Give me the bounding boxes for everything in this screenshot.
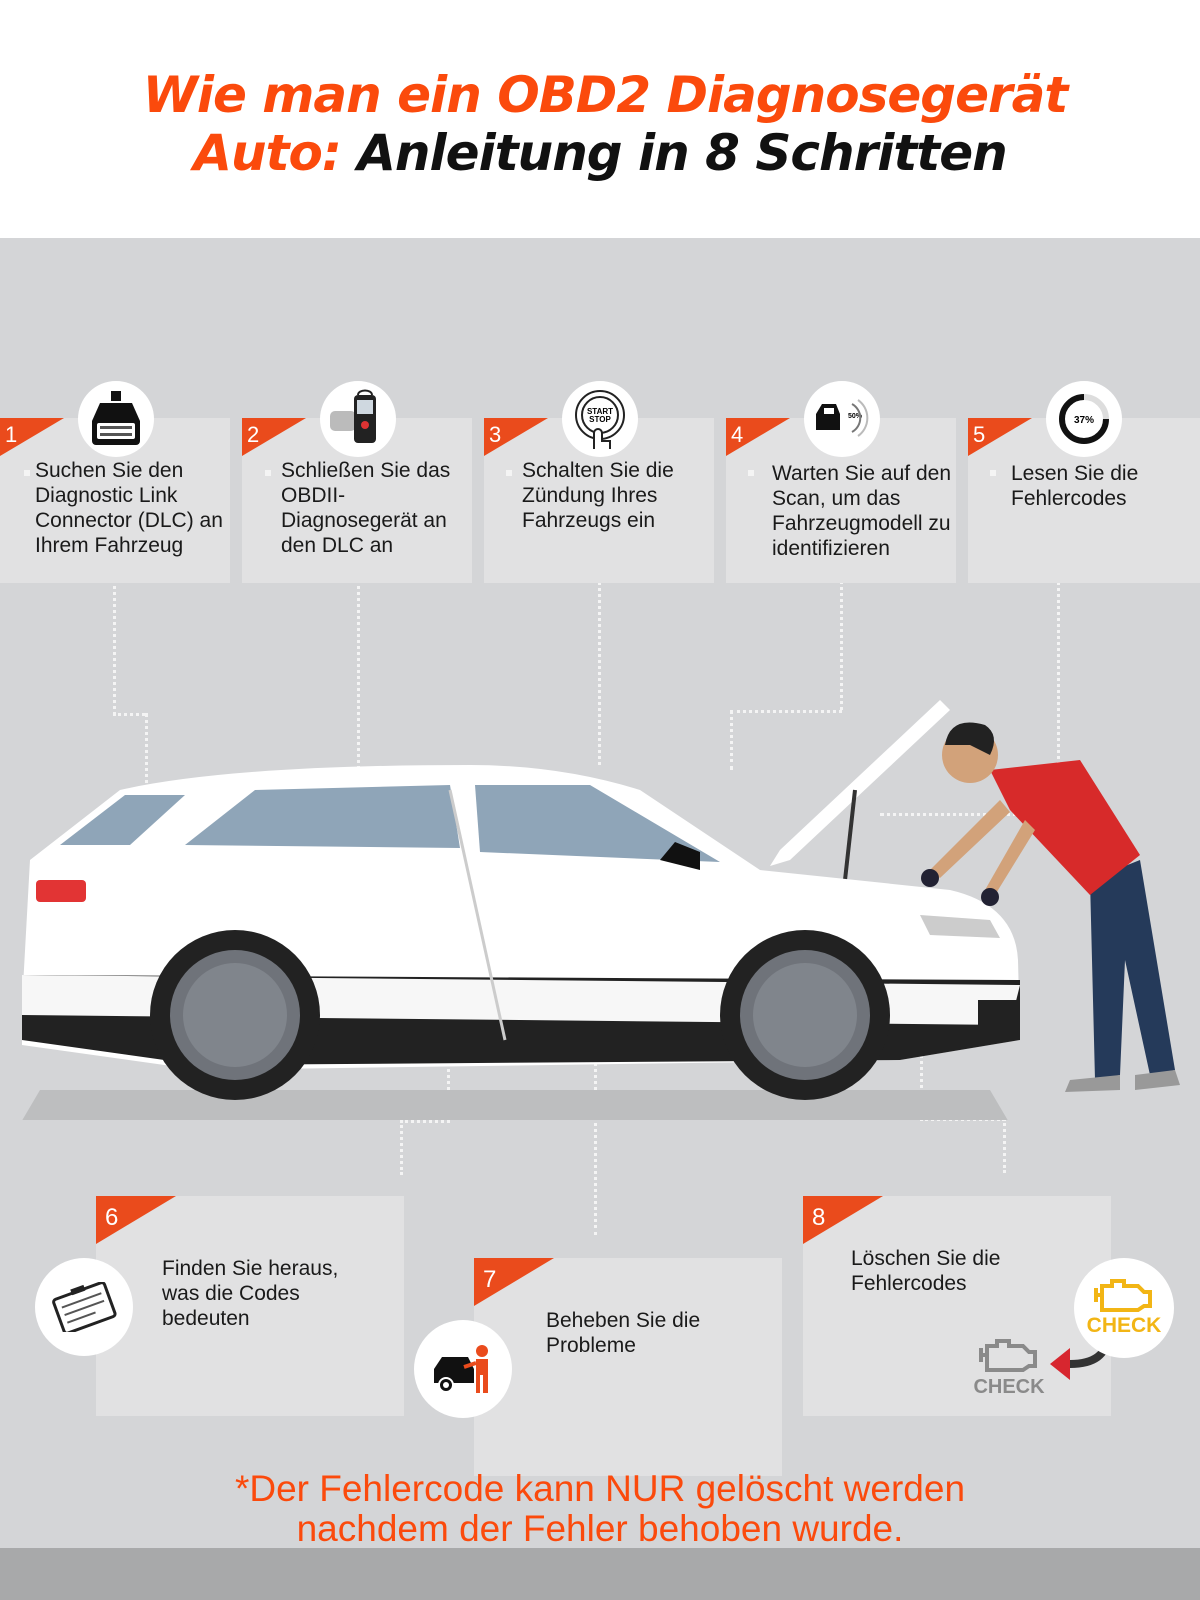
step-card-8: 8 Löschen Sie die Fehlercodes CHECK (803, 1196, 1112, 1416)
progress-icon: 37% (1046, 381, 1122, 457)
title-accent: Auto: (193, 124, 342, 182)
title-line-2: Auto: Anleitung in 8 Schritten (0, 124, 1200, 182)
connector-line (840, 575, 843, 710)
header: Wie man ein OBD2 Diagnosegerät Auto: Anl… (0, 0, 1200, 238)
bottom-band (0, 1548, 1200, 1600)
step-number-badge (484, 418, 548, 456)
svg-text:START: START (587, 407, 613, 416)
connector-line (730, 710, 842, 713)
connector-line (598, 575, 601, 765)
connector-line (357, 575, 360, 775)
step-text: Suchen Sie den Diagnostic Link Connector… (35, 459, 223, 557)
step-number: 4 (731, 422, 744, 447)
step-card-6: 6 Finden Sie heraus, was die Codes bedeu… (96, 1196, 404, 1416)
step-text: Schließen Sie das OBDII-Diagnosegerät an… (281, 459, 451, 557)
step-text: Warten Sie auf den Scan, um das Fahrzeug… (772, 462, 951, 560)
mechanic-icon (414, 1320, 512, 1418)
step-text: Löschen Sie die Fehlercodes (851, 1247, 1001, 1295)
step-number: 8 (812, 1204, 826, 1231)
svg-text:37%: 37% (1074, 415, 1094, 426)
check-label-gray: CHECK (973, 1376, 1045, 1398)
step-text: Lesen Sie die Fehlercodes (1011, 462, 1139, 510)
step-card-7: 7 Beheben Sie die Probleme (474, 1258, 782, 1476)
connector-line (113, 575, 116, 715)
step-card-2: 2 Schließen Sie das OBDII-Diagnosegerät … (242, 418, 472, 583)
step-number-badge (803, 1196, 883, 1244)
step-number-badge (474, 1258, 554, 1306)
step-number: 6 (105, 1204, 119, 1231)
step-number-badge (0, 418, 64, 456)
scanner-icon (320, 381, 396, 457)
step-number: 3 (489, 422, 502, 447)
step-number: 1 (5, 422, 18, 447)
step-number-badge (96, 1196, 176, 1244)
title-rest: Anleitung in 8 Schritten (340, 124, 1007, 182)
step-number: 2 (247, 422, 260, 447)
connector-line (113, 713, 145, 716)
step-card-5: 5 Lesen Sie die Fehlercodes (968, 418, 1200, 583)
footnote-line-1: *Der Fehlercode kann NUR gelöscht werden (234, 1468, 966, 1509)
title-line-1: Wie man ein OBD2 Diagnosegerät (142, 66, 1069, 124)
connector-line (145, 713, 148, 833)
clipboard-icon (35, 1258, 133, 1356)
car-illustration (22, 700, 1180, 1120)
svg-text:STOP: STOP (589, 415, 611, 424)
svg-text:50%: 50% (848, 413, 863, 420)
footnote-line-2: nachdem der Fehler behoben wurde. (296, 1508, 904, 1549)
connector-line (730, 710, 733, 770)
check-engine-off-icon: CHECK (969, 1338, 1049, 1397)
obd-connector-icon (78, 381, 154, 457)
connector-line (594, 1020, 597, 1235)
bullet (265, 470, 271, 476)
connector-line (1003, 1118, 1006, 1173)
car-scan-icon: 50% (804, 381, 880, 457)
step-text: Schalten Sie die Zündung Ihres Fahrzeugs… (522, 459, 674, 532)
connector-line (880, 813, 1060, 816)
step-text: Beheben Sie die Probleme (546, 1309, 701, 1357)
connector-line (400, 1120, 403, 1175)
check-engine-icon: CHECK (1074, 1258, 1174, 1358)
connector-line (1057, 575, 1060, 815)
bullet (990, 470, 996, 476)
step-number: 5 (973, 422, 986, 447)
step-number: 7 (483, 1266, 497, 1293)
bullet (24, 470, 30, 476)
connector-line (400, 1120, 450, 1123)
step-number-badge (242, 418, 306, 456)
step-text: Finden Sie heraus, was die Codes bedeute… (162, 1257, 339, 1330)
step-number-badge (968, 418, 1032, 456)
bullet (506, 470, 512, 476)
step-number-badge (726, 418, 790, 456)
bullet (748, 470, 754, 476)
check-label-yellow: CHECK (1086, 1314, 1162, 1337)
